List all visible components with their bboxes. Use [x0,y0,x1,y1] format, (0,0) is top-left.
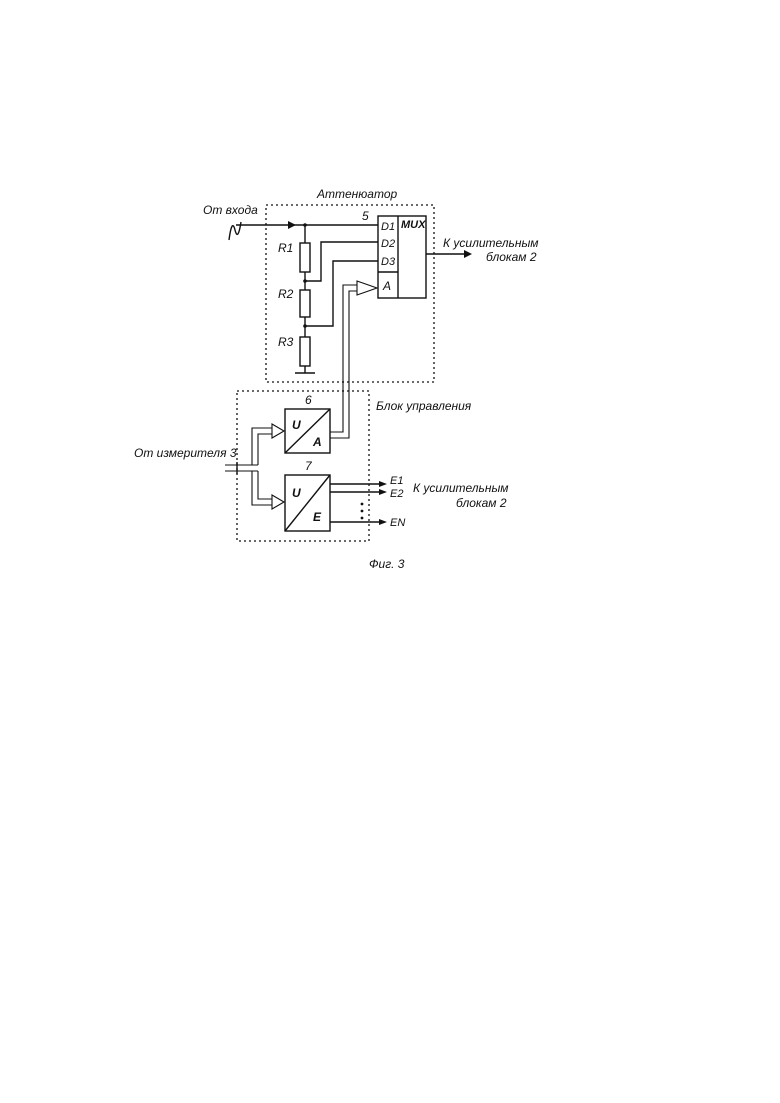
attenuator-block-number: 5 [362,209,369,223]
control-output-label-1: К усилительным [413,481,509,495]
output-en-arrow-icon [379,519,387,525]
resistor-r1 [300,243,310,272]
bus-to-ua [252,428,272,465]
figure-caption: Фиг. 3 [369,557,405,571]
output-e2-label: E2 [390,488,403,500]
meter-input-label: От измерителя 3 [134,446,237,460]
input-arrow-icon [288,221,296,229]
resistor-r2 [300,290,310,317]
converter-ue-bottom: E [313,510,322,524]
resistor-r3-label: R3 [278,335,294,349]
ellipsis-dot [361,510,364,513]
control-output-label-2: блокам 2 [456,496,507,510]
ua-to-mux-address-bus [330,285,357,438]
mux-input-d3: D3 [381,256,396,268]
output-e2-arrow-icon [379,489,387,495]
attenuator-title: Аттенюатор [316,187,398,201]
control-block-title: Блок управления [376,399,472,413]
output-en-label: EN [390,517,405,529]
bus-to-ue [252,471,272,505]
output-e1-label: E1 [390,475,403,487]
converter-ue-top: U [292,486,301,500]
input-label: От входа [203,203,258,217]
resistor-r2-label: R2 [278,287,294,301]
converter-ue-number: 7 [305,459,313,473]
mux-input-d2: D2 [381,238,395,250]
resistor-r1-label: R1 [278,241,293,255]
mux-output-arrow-icon [464,250,472,258]
mux-title: MUX [401,219,426,231]
mux-address-a: A [382,279,391,293]
converter-ue-diagonal [285,475,330,531]
converter-ua-number: 6 [305,393,312,407]
bus-ue-arrow-icon [272,495,284,509]
resistor-r3 [300,337,310,366]
converter-ua-bottom: A [312,435,322,449]
mux-input-d1: D1 [381,221,395,233]
converter-ua-top: U [292,418,301,432]
mux-address-arrow-icon [357,281,377,295]
bus-ua-arrow-icon [272,424,284,438]
ellipsis-dot [361,517,364,520]
mux-output-label-1: К усилительным [443,236,539,250]
output-e1-arrow-icon [379,481,387,487]
ellipsis-dot [361,503,364,506]
tap-d3-wire [305,261,378,326]
mux-output-label-2: блокам 2 [486,250,537,264]
